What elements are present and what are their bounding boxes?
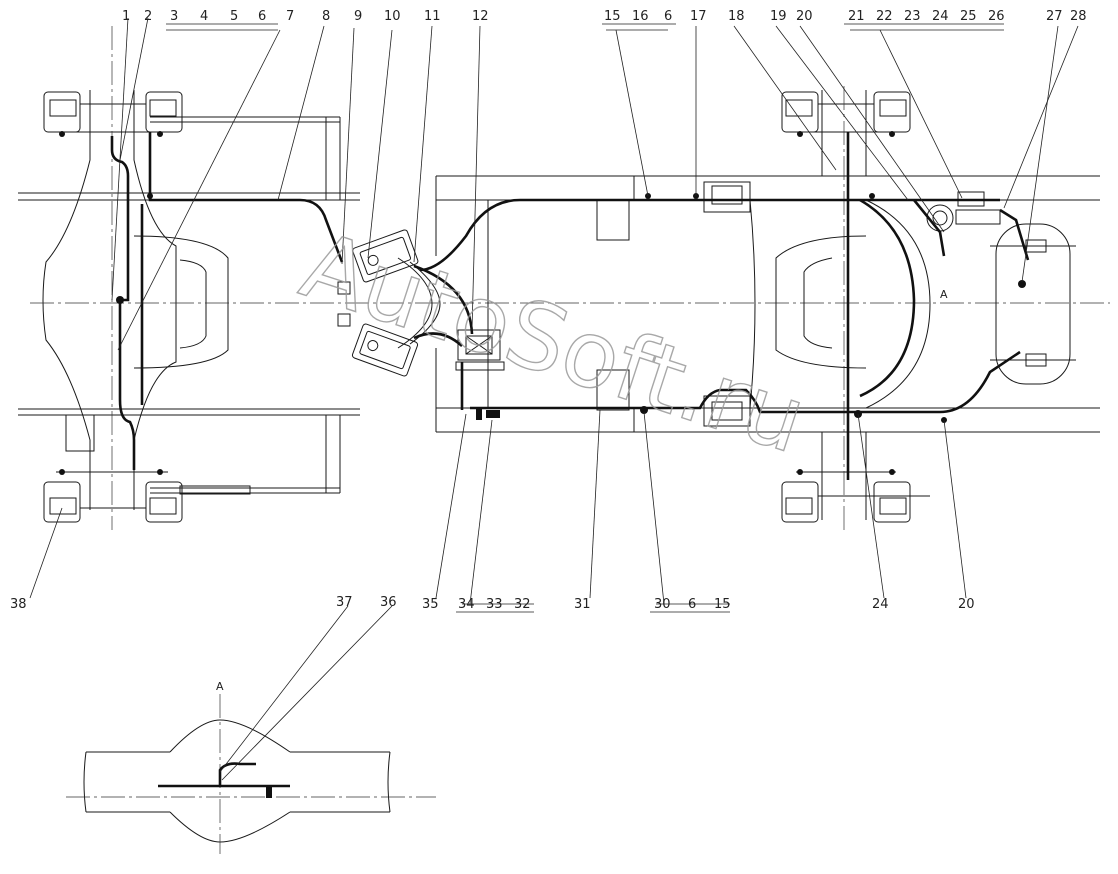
callout-27: 27 (1046, 9, 1063, 24)
callout-24: 24 (932, 9, 949, 24)
valve-lower (351, 323, 419, 377)
callout-2: 2 (144, 9, 152, 24)
callout-38: 38 (10, 597, 27, 612)
rear-top-brake (781, 91, 911, 137)
callout-18: 18 (728, 9, 745, 24)
callout-15b: 15 (714, 597, 731, 612)
valve-upper (352, 229, 419, 283)
callout-3: 3 (170, 9, 178, 24)
callout-17: 17 (690, 9, 707, 24)
callout-8: 8 (322, 9, 330, 24)
callout-23: 23 (904, 9, 921, 24)
callout-labels-bottom: 38 35 34 33 32 31 30 6 15 24 20 (10, 597, 975, 612)
callout-labels-top: 1 2 3 4 5 6 7 8 9 10 11 12 15 16 6 17 18… (122, 9, 1087, 24)
callout-25: 25 (960, 9, 977, 24)
callout-35: 35 (422, 597, 439, 612)
callout-30: 30 (654, 597, 671, 612)
section-marker-a: A (940, 288, 948, 301)
rear-axle-group (775, 90, 1076, 520)
callout-37: 37 (336, 595, 353, 610)
callout-20b: 20 (958, 597, 975, 612)
callout-16: 16 (632, 9, 649, 24)
rear-wheel-brakes (781, 91, 930, 523)
callout-6c: 6 (688, 597, 696, 612)
leader-lines (29, 17, 1079, 781)
callout-19: 19 (770, 9, 787, 24)
callout-33: 33 (486, 597, 503, 612)
callout-6: 6 (258, 9, 266, 24)
callout-1: 1 (122, 9, 130, 24)
callout-7: 7 (286, 9, 294, 24)
section-view-a (66, 694, 436, 854)
callout-15: 15 (604, 9, 621, 24)
callout-5: 5 (230, 9, 238, 24)
callout-11: 11 (424, 9, 441, 24)
callout-4: 4 (200, 9, 208, 24)
rear-bottom-brake (781, 469, 930, 523)
callout-24b: 24 (872, 597, 889, 612)
section-label-a: A (216, 680, 224, 693)
front-left-bottom-brake (43, 469, 183, 523)
callout-21: 21 (848, 9, 865, 24)
callout-28: 28 (1070, 9, 1087, 24)
callout-labels-section: 37 36 A A (216, 288, 948, 693)
callout-20: 20 (796, 9, 813, 24)
callout-group-bars (166, 23, 1004, 613)
front-left-top-brake (43, 91, 183, 137)
callout-26: 26 (988, 9, 1005, 24)
callout-34: 34 (458, 597, 475, 612)
callout-32: 32 (514, 597, 531, 612)
callout-6b: 6 (664, 9, 672, 24)
brake-valves (337, 229, 505, 377)
callout-10: 10 (384, 9, 401, 24)
callout-9: 9 (354, 9, 362, 24)
callout-12: 12 (472, 9, 489, 24)
front-wheel-brakes (43, 91, 183, 523)
callout-22: 22 (876, 9, 893, 24)
callout-36: 36 (380, 595, 397, 610)
callout-31: 31 (574, 597, 591, 612)
